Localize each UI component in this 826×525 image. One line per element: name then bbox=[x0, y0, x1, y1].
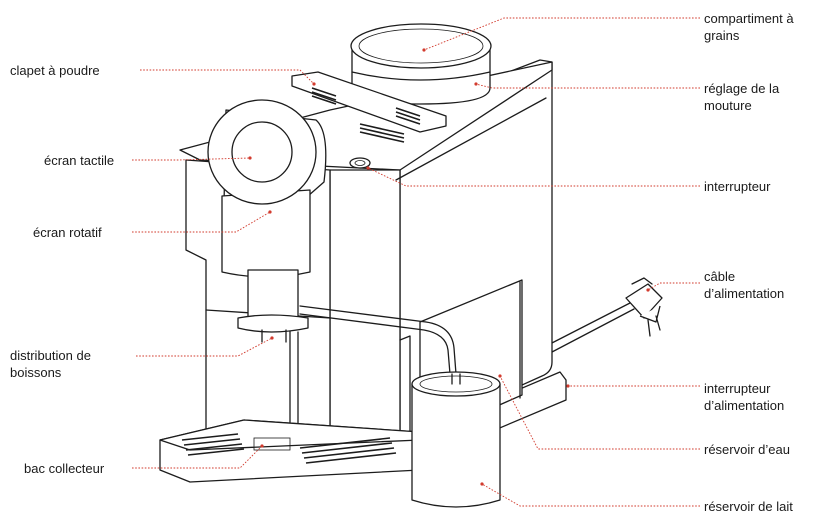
bean-hopper bbox=[350, 23, 492, 105]
label-reglage-line1: réglage de la bbox=[704, 81, 780, 96]
leader-cable bbox=[647, 282, 700, 291]
label-bac-text: bac collecteur bbox=[24, 461, 105, 476]
drip-tray bbox=[159, 419, 421, 483]
leader-ecran-rotatif bbox=[132, 211, 271, 233]
label-compartiment-line1: compartiment à bbox=[704, 11, 794, 26]
label-interrupteur-alim-line2: d’alimentation bbox=[704, 398, 785, 413]
leader-reservoir-lait bbox=[481, 483, 700, 507]
label-reservoir-eau-text: réservoir d’eau bbox=[704, 442, 790, 457]
leader-reservoir-eau bbox=[499, 375, 700, 450]
label-distribution-line2: boissons bbox=[10, 365, 62, 380]
label-distribution-de-boissons: distribution de boissons bbox=[10, 347, 91, 381]
label-ecran-tactile: écran tactile bbox=[44, 152, 114, 169]
label-reservoir-lait: réservoir de lait bbox=[704, 498, 793, 515]
leader-lines bbox=[132, 17, 700, 507]
label-cable-line2: d’alimentation bbox=[704, 286, 785, 301]
label-ecran-rotatif-text: écran rotatif bbox=[33, 225, 102, 240]
milk-jug bbox=[411, 371, 501, 508]
label-clapet-text: clapet à poudre bbox=[10, 63, 100, 78]
label-reservoir-lait-text: réservoir de lait bbox=[704, 499, 793, 514]
label-cable-line1: câble bbox=[704, 269, 736, 284]
leader-reglage bbox=[475, 83, 700, 89]
label-bac-collecteur: bac collecteur bbox=[24, 460, 104, 477]
leader-bac bbox=[132, 445, 263, 469]
drink-spout bbox=[237, 269, 309, 343]
coffee-machine-illustration bbox=[159, 23, 663, 508]
label-clapet-a-poudre: clapet à poudre bbox=[10, 62, 100, 79]
leader-compartiment bbox=[423, 17, 700, 51]
leader-ecran-tactile bbox=[132, 157, 251, 161]
milk-tube bbox=[299, 305, 457, 375]
label-interrupteur: interrupteur bbox=[704, 178, 770, 195]
label-interrupteur-alimentation: interrupteur d’alimentation bbox=[704, 380, 784, 414]
label-reglage-line2: mouture bbox=[704, 98, 752, 113]
label-reservoir-eau: réservoir d’eau bbox=[704, 441, 790, 458]
label-reglage-de-la-mouture: réglage de la mouture bbox=[704, 80, 779, 114]
label-interrupteur-alim-line1: interrupteur bbox=[704, 381, 771, 396]
label-compartiment-a-grains: compartiment à grains bbox=[704, 10, 794, 44]
label-interrupteur-text: interrupteur bbox=[704, 179, 771, 194]
label-ecran-tactile-text: écran tactile bbox=[44, 153, 115, 168]
powder-flap bbox=[291, 71, 447, 143]
rotating-head bbox=[207, 99, 327, 278]
label-compartiment-line2: grains bbox=[704, 28, 740, 43]
leader-clapet bbox=[140, 69, 315, 85]
power-cable bbox=[547, 277, 663, 353]
label-ecran-rotatif: écran rotatif bbox=[33, 224, 102, 241]
power-button-top bbox=[349, 157, 371, 169]
label-distribution-line1: distribution de bbox=[10, 348, 91, 363]
label-cable-alimentation: câble d’alimentation bbox=[704, 268, 784, 302]
